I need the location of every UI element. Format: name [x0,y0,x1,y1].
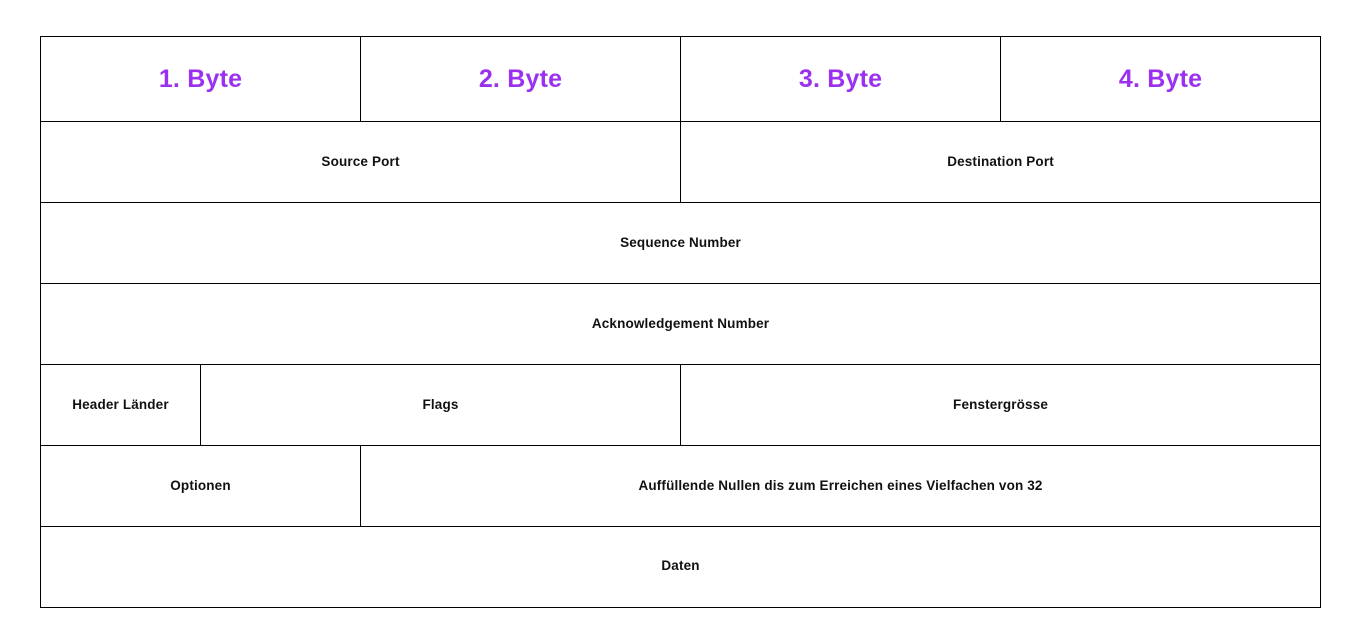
byte-cell-2: 2. Byte [360,36,682,122]
window-size-cell: Fenstergrösse [680,364,1322,446]
flags-cell: Flags [199,364,682,446]
destination-port-cell: Destination Port [680,121,1322,203]
sequence-number-cell: Sequence Number [39,202,1322,284]
byte-1-label: 1. Byte [158,64,243,93]
data-cell: Daten [39,526,1322,608]
destination-port-label: Destination Port [947,153,1054,169]
acknowledgement-number-cell: Acknowledgement Number [39,283,1322,365]
byte-cell-4: 4. Byte [1000,36,1322,122]
byte-4-label: 4. Byte [1118,64,1203,93]
byte-header-row: 1. Byte 2. Byte 3. Byte 4. Byte [39,36,1322,122]
header-length-cell: Header Länder [40,364,201,446]
data-label: Daten [661,557,700,573]
options-label: Optionen [170,477,231,493]
byte-cell-3: 3. Byte [680,36,1002,122]
byte-2-label: 2. Byte [478,64,563,93]
flags-label: Flags [422,396,459,412]
acknowledgement-number-row: Acknowledgement Number [39,283,1322,365]
data-row: Daten [39,526,1322,608]
source-port-label: Source Port [321,153,400,169]
source-port-cell: Source Port [39,121,682,203]
options-cell: Optionen [39,445,362,527]
ports-row: Source Port Destination Port [39,121,1322,203]
sequence-number-label: Sequence Number [620,234,741,250]
control-row: Header Länder Flags Fenstergrösse [40,364,1322,446]
byte-3-label: 3. Byte [798,64,883,93]
options-divider-overhang [360,516,361,524]
tcp-header-table: 1. Byte 2. Byte 3. Byte 4. Byte Source P… [39,36,1322,608]
header-length-label: Header Länder [72,396,169,412]
sequence-number-row: Sequence Number [39,202,1322,284]
options-row: Optionen Auffüllende Nullen dis zum Erre… [39,445,1322,527]
window-size-label: Fenstergrösse [953,396,1049,412]
byte-cell-1: 1. Byte [39,36,362,122]
padding-label: Auffüllende Nullen dis zum Erreichen ein… [638,477,1043,493]
acknowledgement-number-label: Acknowledgement Number [591,315,770,331]
padding-cell: Auffüllende Nullen dis zum Erreichen ein… [360,445,1322,527]
